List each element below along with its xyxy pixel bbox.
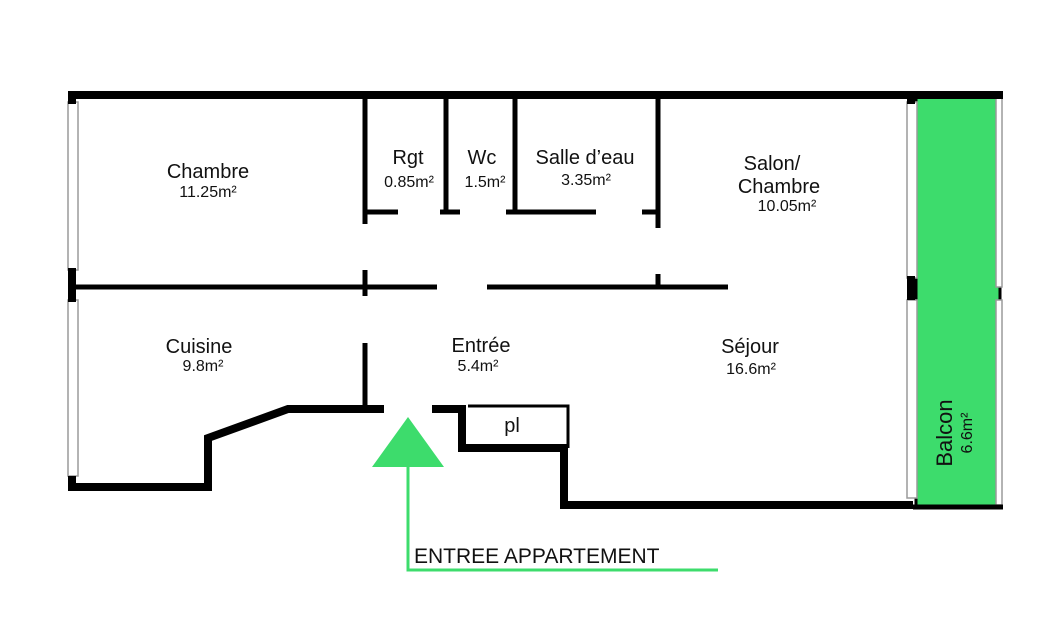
balcony-area [914,95,1002,509]
wall-entry-right [432,405,913,509]
placard: pl [468,404,570,448]
window-sejour [906,299,918,499]
wc-name: Wc [468,147,497,169]
entry-arrow-icon [372,417,444,467]
salon-name-line1: Salon/ [744,153,801,175]
window-balcony-top [995,96,1003,288]
entry-marker: ENTREE APPARTEMENT [372,417,718,572]
rgt-name: Rgt [392,147,424,169]
cuisine-area: 9.8m² [183,358,225,375]
window-balcony-bottom [995,299,1003,506]
wall-bottom-left [68,405,384,491]
salle-deau-name: Salle d’eau [536,147,635,169]
entry-label: ENTREE APPARTEMENT [414,545,660,568]
salle-deau-area: 3.35m² [561,172,611,189]
exterior-walls [68,91,1003,510]
entry-leader-line [406,467,718,572]
interior-walls [76,97,728,409]
window-chambre [67,101,79,271]
rgt-area: 0.85m² [384,174,434,191]
window-salon [906,101,918,279]
entree-name: Entrée [452,335,511,357]
sejour-name: Séjour [721,336,779,358]
salon-name-line2: Chambre [738,176,820,198]
placard-outline [468,404,570,448]
chambre-name: Chambre [167,161,249,183]
room-labels: Chambre 11.25m² Rgt 0.85m² Wc 1.5m² Sall… [166,147,820,378]
chambre-area: 11.25m² [179,184,237,201]
balcony-area-value: 6.6m² [959,412,976,454]
window-cuisine [67,299,79,477]
entree-area: 5.4m² [458,358,500,375]
sejour-area: 16.6m² [726,361,776,378]
placard-label: pl [504,415,520,437]
balcony-name: Balcon [932,399,957,466]
balcony-label: Balcon 6.6m² [932,399,976,466]
wc-area: 1.5m² [465,174,507,191]
salon-area: 10.05m² [758,198,817,215]
cuisine-name: Cuisine [166,336,233,358]
